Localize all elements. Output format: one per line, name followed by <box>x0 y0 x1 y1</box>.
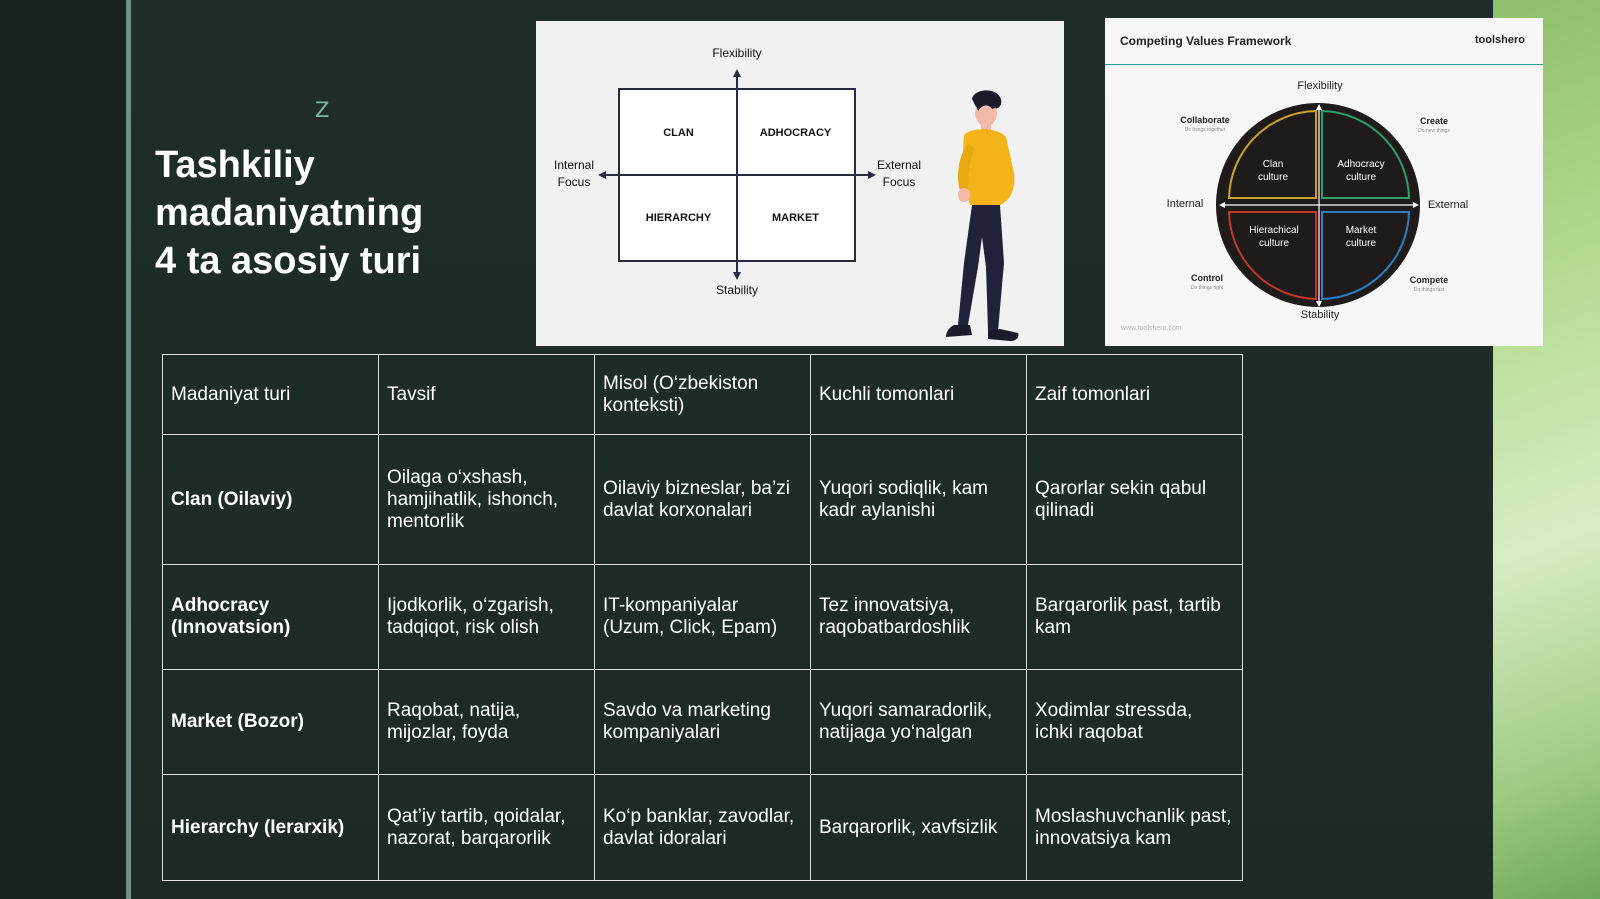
table-row: Adhocracy (Innovatsion) Ijodkorlik, o‘zg… <box>162 564 1243 670</box>
diagram-footer: www.toolshero.com <box>1121 325 1182 332</box>
column-header: Madaniyat turi <box>162 354 379 435</box>
label-stability: Stability <box>715 283 759 297</box>
culture-quadrant-diagram: CLAN ADHOCRACY HIERARCHY MARKET Flexibil… <box>536 21 1064 346</box>
clan-arc <box>1227 109 1317 199</box>
label-internal: Internal <box>1166 198 1204 210</box>
quadrant-line: culture <box>1345 238 1376 249</box>
table-cell: Moslashuvchanlik past, innovatsiya kam <box>1026 774 1243 881</box>
title-line: 4 ta asosiy turi <box>155 240 422 282</box>
table-cell: Adhocracy (Innovatsion) <box>162 564 379 670</box>
corner-label: Compete <box>1409 275 1449 285</box>
quadrant-line: culture <box>1345 172 1376 183</box>
arrow-left-icon <box>1219 202 1225 208</box>
hierarchy-arc <box>1227 211 1317 301</box>
table-cell: IT-kompaniyalar (Uzum, Click, Epam) <box>594 564 811 670</box>
quadrant-line: Adhocracy <box>1337 159 1385 170</box>
label-external-focus: External Focus <box>869 157 929 191</box>
quadrant-hierarchy: HIERARCHY <box>645 211 712 224</box>
title-line: madaniyatning <box>155 192 424 234</box>
table-cell: Hierarchy (Ierarxik) <box>162 774 379 881</box>
table-cell: Ijodkorlik, o‘zgarish, tadqiqot, risk ol… <box>378 564 595 670</box>
corner-compete: Compete Do things fast <box>1389 275 1469 295</box>
arrow-left-icon <box>598 171 606 179</box>
corner-sub: Do things fast <box>1413 287 1445 293</box>
arrow-up-icon <box>1316 104 1322 110</box>
quadrant-line: Hierachical <box>1249 225 1299 236</box>
table-cell: Tez innovatsiya, raqobatbardoshlik <box>810 564 1027 670</box>
diagram-title: Competing Values Framework <box>1120 34 1292 48</box>
table-cell: Oilaviy bizneslar, ba’zi davlat korxonal… <box>594 434 811 565</box>
table-row: Market (Bozor) Raqobat, natija, mijozlar… <box>162 669 1243 775</box>
arrow-down-icon <box>733 272 741 280</box>
table-cell: Barqarorlik, xavfsizlik <box>810 774 1027 881</box>
table-cell: Oilaga o‘xshash, hamjihatlik, ishonch, m… <box>378 434 595 565</box>
arrow-up-icon <box>733 69 741 77</box>
label-line: Internal <box>553 158 595 172</box>
quadrant-hierarchy: Hierachical culture <box>1239 224 1309 250</box>
table-cell: Savdo va marketing kompaniyalari <box>594 669 811 775</box>
quadrant-clan: Clan culture <box>1238 158 1308 184</box>
quadrant-adhocracy: ADHOCRACY <box>759 126 832 139</box>
person-illustration <box>946 90 1019 341</box>
market-arc <box>1321 211 1411 301</box>
quadrant-line: Market <box>1345 225 1377 236</box>
adhocracy-arc <box>1321 109 1411 199</box>
label-line: Focus <box>557 175 591 189</box>
corner-collaborate: Collaborate Do things together <box>1165 115 1245 135</box>
arrow-down-icon <box>1316 301 1322 307</box>
corner-create: Create Do new things <box>1394 116 1474 136</box>
table-row: Hierarchy (Ierarxik) Qat’iy tartib, qoid… <box>162 774 1243 881</box>
arrow-right-icon <box>1413 202 1419 208</box>
label-internal-focus: Internal Focus <box>546 157 602 191</box>
column-header: Tavsif <box>378 354 595 435</box>
table-row: Clan (Oilaviy) Oilaga o‘xshash, hamjihat… <box>162 434 1243 565</box>
corner-sub: Do things together <box>1184 127 1226 133</box>
corner-sub: Do things right <box>1190 285 1224 291</box>
quadrant-market: Market culture <box>1326 224 1396 250</box>
arrow-right-icon <box>868 171 876 179</box>
corner-label: Collaborate <box>1180 115 1230 125</box>
column-header: Zaif tomonlari <box>1026 354 1243 435</box>
column-header: Misol (O‘zbekiston konteksti) <box>594 354 811 435</box>
title-line: Tashkiliy <box>155 144 315 186</box>
table-cell: Yuqori sodiqlik, kam kadr aylanishi <box>810 434 1027 565</box>
quadrant-clan: CLAN <box>663 126 694 139</box>
label-flexibility: Flexibility <box>712 46 762 60</box>
accent-line <box>126 0 131 899</box>
quadrant-grid: CLAN ADHOCRACY HIERARCHY MARKET <box>618 88 856 262</box>
quadrant-line: Clan <box>1262 159 1284 170</box>
quadrant-market: MARKET <box>771 211 820 224</box>
diagram-header: Competing Values Framework toolshero <box>1105 18 1543 65</box>
quadrant-line: culture <box>1257 172 1288 183</box>
brand-logo: toolshero <box>1474 34 1525 46</box>
column-header: Kuchli tomonlari <box>810 354 1027 435</box>
table-cell: Ko‘p banklar, zavodlar, davlat idoralari <box>594 774 811 881</box>
quadrant-line: culture <box>1258 238 1289 249</box>
corner-label: Control <box>1191 273 1223 283</box>
cvf-circle <box>1216 103 1420 307</box>
table-cell: Market (Bozor) <box>162 669 379 775</box>
quadrant-adhocracy: Adhocracy culture <box>1326 158 1396 184</box>
label-flexibility: Flexibility <box>1297 80 1343 92</box>
table-header-row: Madaniyat turi Tavsif Misol (O‘zbekiston… <box>162 354 1243 435</box>
corner-control: Control Do things right <box>1167 273 1247 293</box>
culture-types-table: Madaniyat turi Tavsif Misol (O‘zbekiston… <box>162 354 1243 881</box>
table-cell: Qat’iy tartib, qoidalar, nazorat, barqar… <box>378 774 595 881</box>
label-external: External <box>1427 199 1469 211</box>
corner-label: Create <box>1419 116 1448 126</box>
label-line: External <box>876 158 922 172</box>
table-cell: Barqarorlik past, tartib kam <box>1026 564 1243 670</box>
z-mark: Z <box>315 98 330 122</box>
table-cell: Clan (Oilaviy) <box>162 434 379 565</box>
label-stability: Stability <box>1300 309 1340 321</box>
left-sidebar-strip <box>0 0 126 899</box>
corner-sub: Do new things <box>1418 128 1450 134</box>
table-cell: Raqobat, natija, mijozlar, foyda <box>378 669 595 775</box>
table-cell: Xodimlar stressda, ichki raqobat <box>1026 669 1243 775</box>
table-cell: Yuqori samaradorlik, natijaga yo‘nalgan <box>810 669 1027 775</box>
competing-values-diagram: Competing Values Framework toolshero Fle… <box>1105 18 1543 346</box>
slide-title: Tashkiliy madaniyatning 4 ta asosiy turi <box>155 141 515 285</box>
table-cell: Qarorlar sekin qabul qilinadi <box>1026 434 1243 565</box>
label-line: Focus <box>882 175 916 189</box>
